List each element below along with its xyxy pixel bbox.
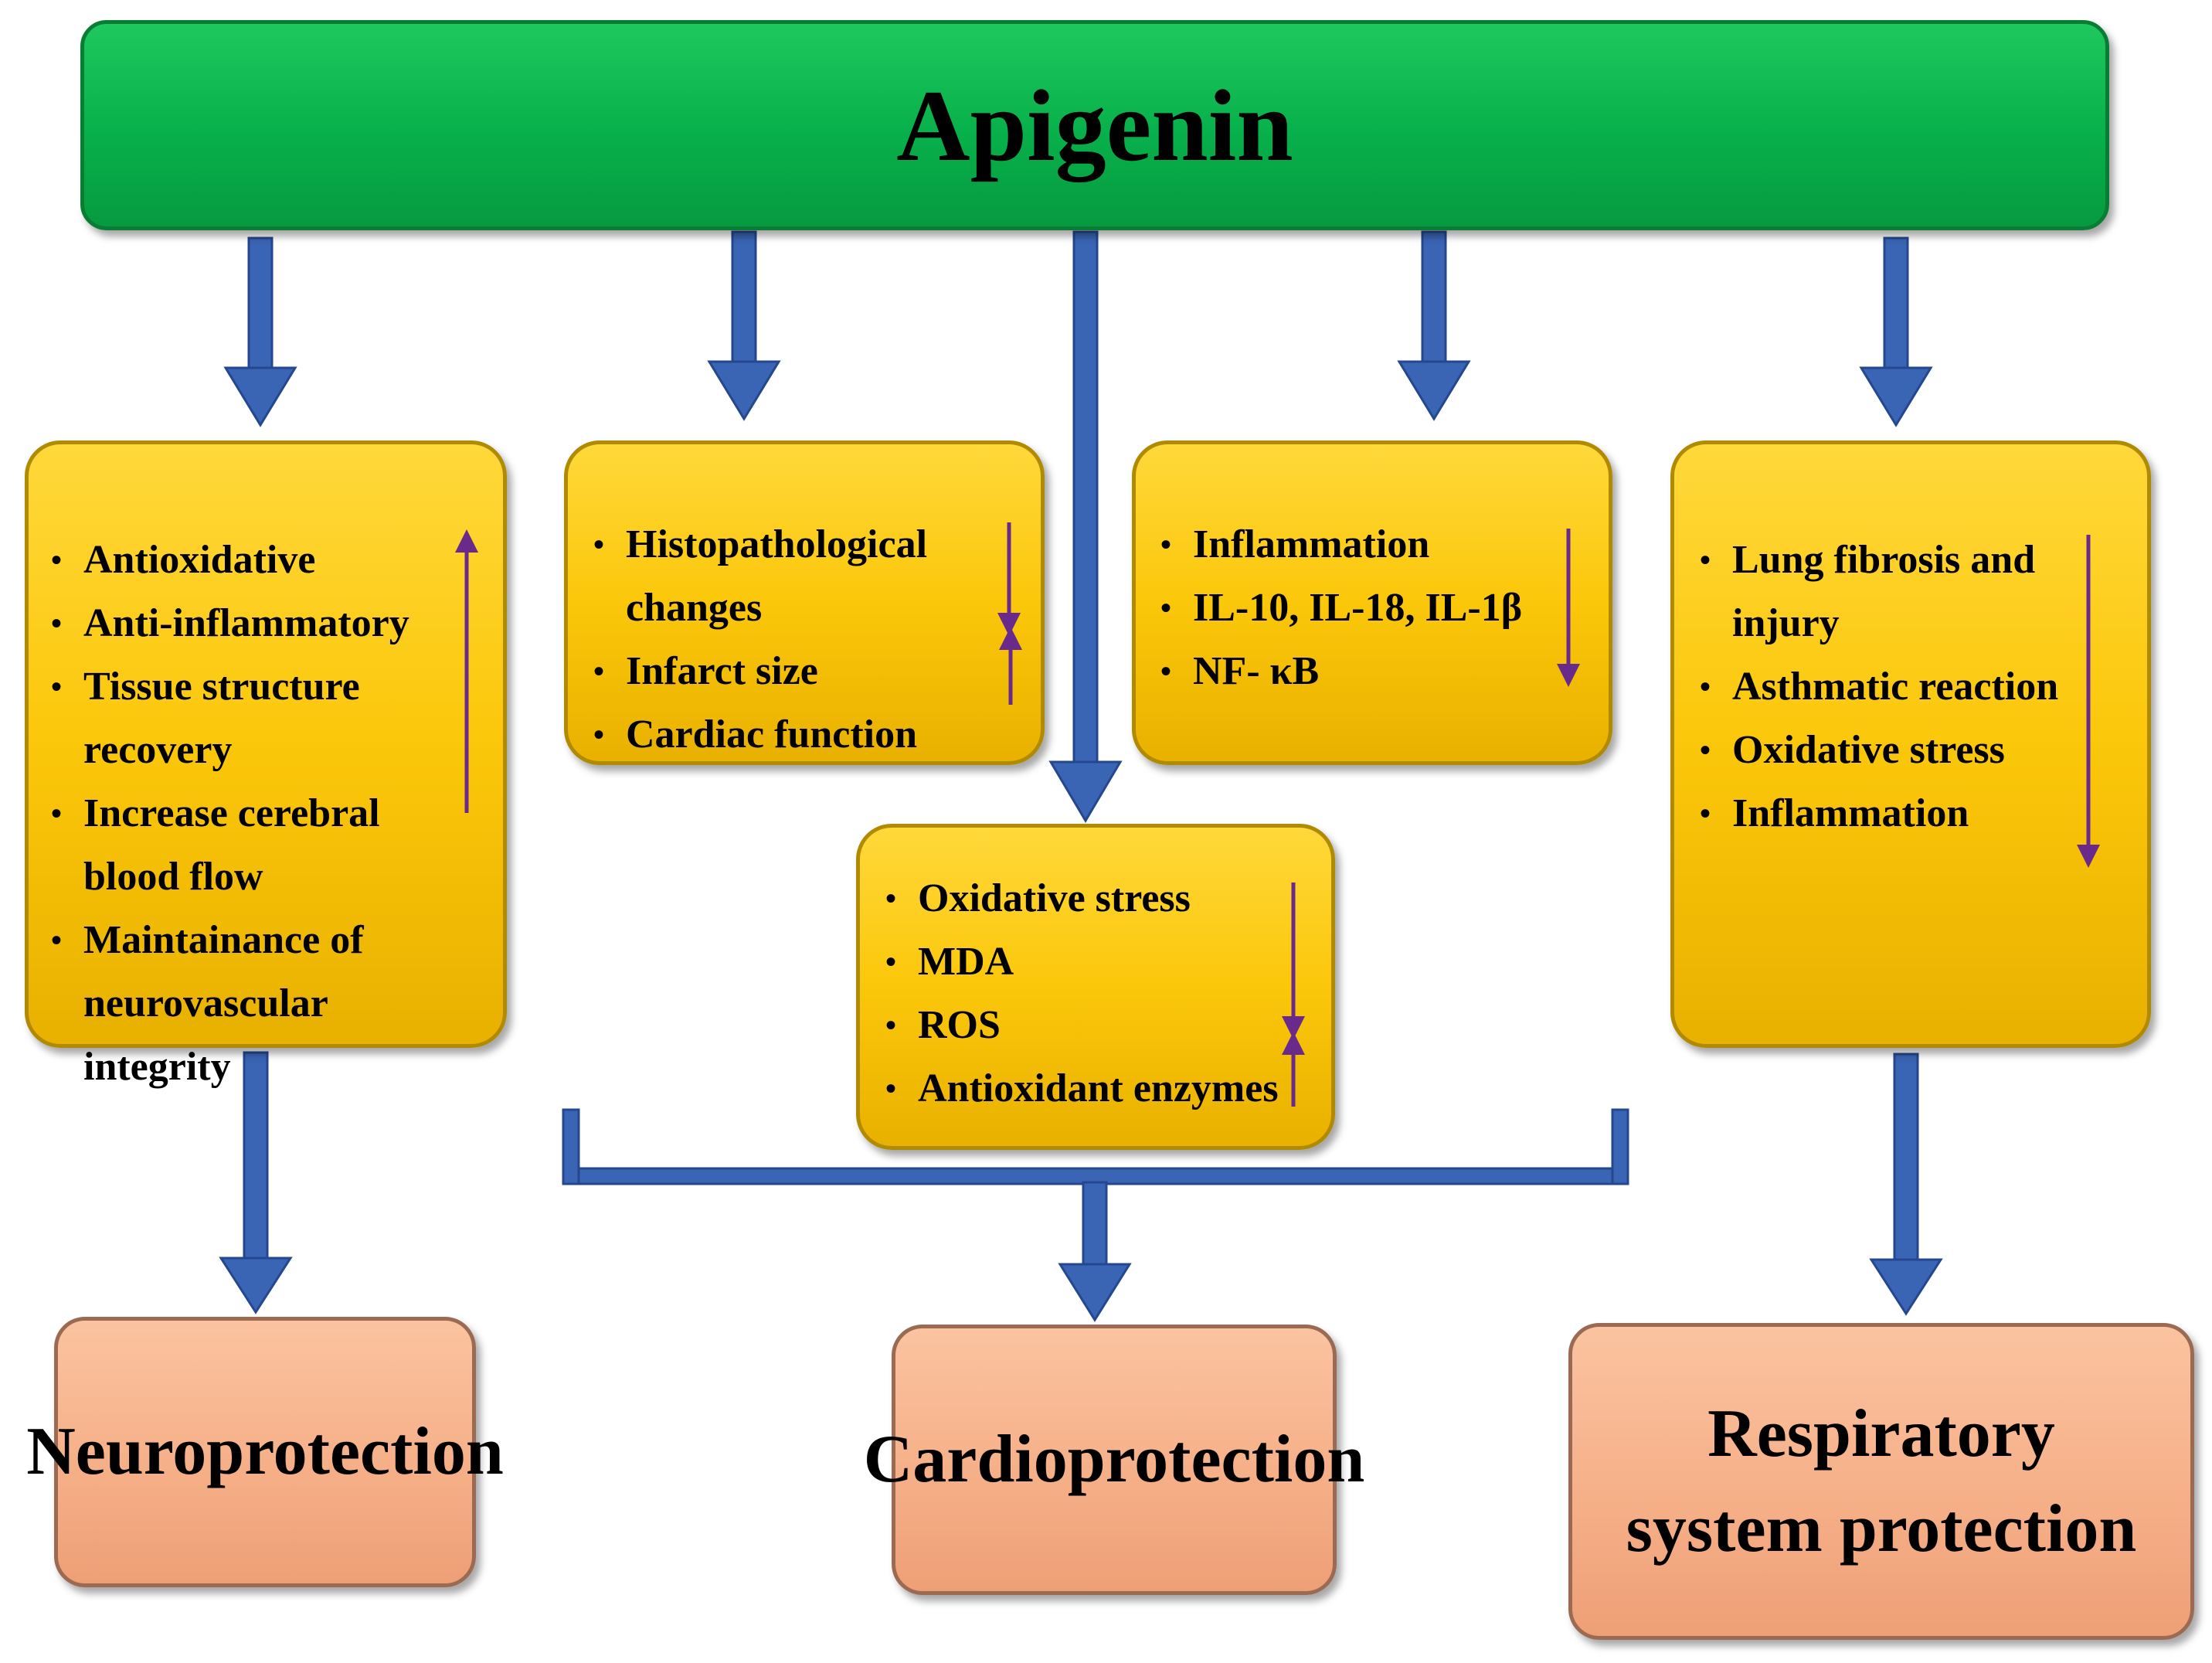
- list-item: Inflammation: [1700, 782, 2102, 845]
- list-item: Histopathological changes: [593, 513, 1026, 640]
- arrow-to-oxidative-effects: [1048, 230, 1123, 823]
- arrow-to-neuro-effects: [223, 236, 297, 427]
- neuroprotection-label: Neuroprotection: [26, 1414, 504, 1490]
- list-item: Oxidative stress: [1700, 719, 2102, 782]
- diagram-title: Apigenin: [896, 68, 1293, 182]
- list-item: MDA: [885, 930, 1287, 994]
- respiratory-effects-list: Lung fibrosis and injury Asthmatic react…: [1700, 529, 2102, 845]
- respiratory-protection-box: Respiratory system protection: [1568, 1323, 2194, 1640]
- list-item: Anti-inflammatory: [51, 592, 453, 655]
- list-item: IL-10, IL-18, IL-1β: [1160, 576, 1531, 640]
- list-item: Asthmatic reaction: [1700, 655, 2102, 719]
- list-item: Cardiac function: [593, 703, 1026, 767]
- cardio-bracket: [562, 1108, 1629, 1185]
- cardioprotection-box: Cardioprotection: [864, 1325, 1364, 1595]
- arrow-to-cardiac-effects: [707, 230, 781, 421]
- list-item: Infarct size: [593, 640, 1026, 703]
- neuro-effects-list: Antioxidative Anti-inflammatory Tissue s…: [51, 529, 453, 1099]
- list-item: Lung fibrosis and injury: [1700, 529, 2102, 655]
- list-item: Tissue structure recovery: [51, 655, 453, 782]
- respiratory-protection-label: Respiratory system protection: [1626, 1396, 2137, 1566]
- list-item: ROS: [885, 994, 1287, 1057]
- list-item: NF- κB: [1160, 640, 1531, 703]
- arrow-to-cardioprotection: [1058, 1181, 1132, 1322]
- neuroprotection-box: Neuroprotection: [26, 1317, 504, 1587]
- arrow-to-respiratory-effects: [1859, 236, 1933, 427]
- apigenin-header: Apigenin: [80, 20, 2109, 230]
- list-item: Increase cerebral blood flow: [51, 782, 453, 909]
- cardioprotection-label: Cardioprotection: [863, 1422, 1365, 1498]
- list-item: Oxidative stress: [885, 867, 1287, 930]
- list-item: Inflammation: [1160, 513, 1531, 576]
- oxidative-effects-list: Oxidative stress MDA ROS Antioxidant enz…: [885, 867, 1287, 1121]
- cardiac-effects-list: Histopathological changes Infarct size C…: [593, 513, 1026, 767]
- list-item: Antioxidant enzymes: [885, 1057, 1287, 1121]
- inflammation-effects-list: Inflammation IL-10, IL-18, IL-1β NF- κB: [1160, 513, 1531, 703]
- arrow-to-inflammation-effects: [1397, 230, 1471, 421]
- list-item: Antioxidative: [51, 529, 453, 592]
- arrow-to-respiratory-protection: [1869, 1053, 1943, 1316]
- list-item: Maintainance of neurovascular integrity: [51, 909, 453, 1099]
